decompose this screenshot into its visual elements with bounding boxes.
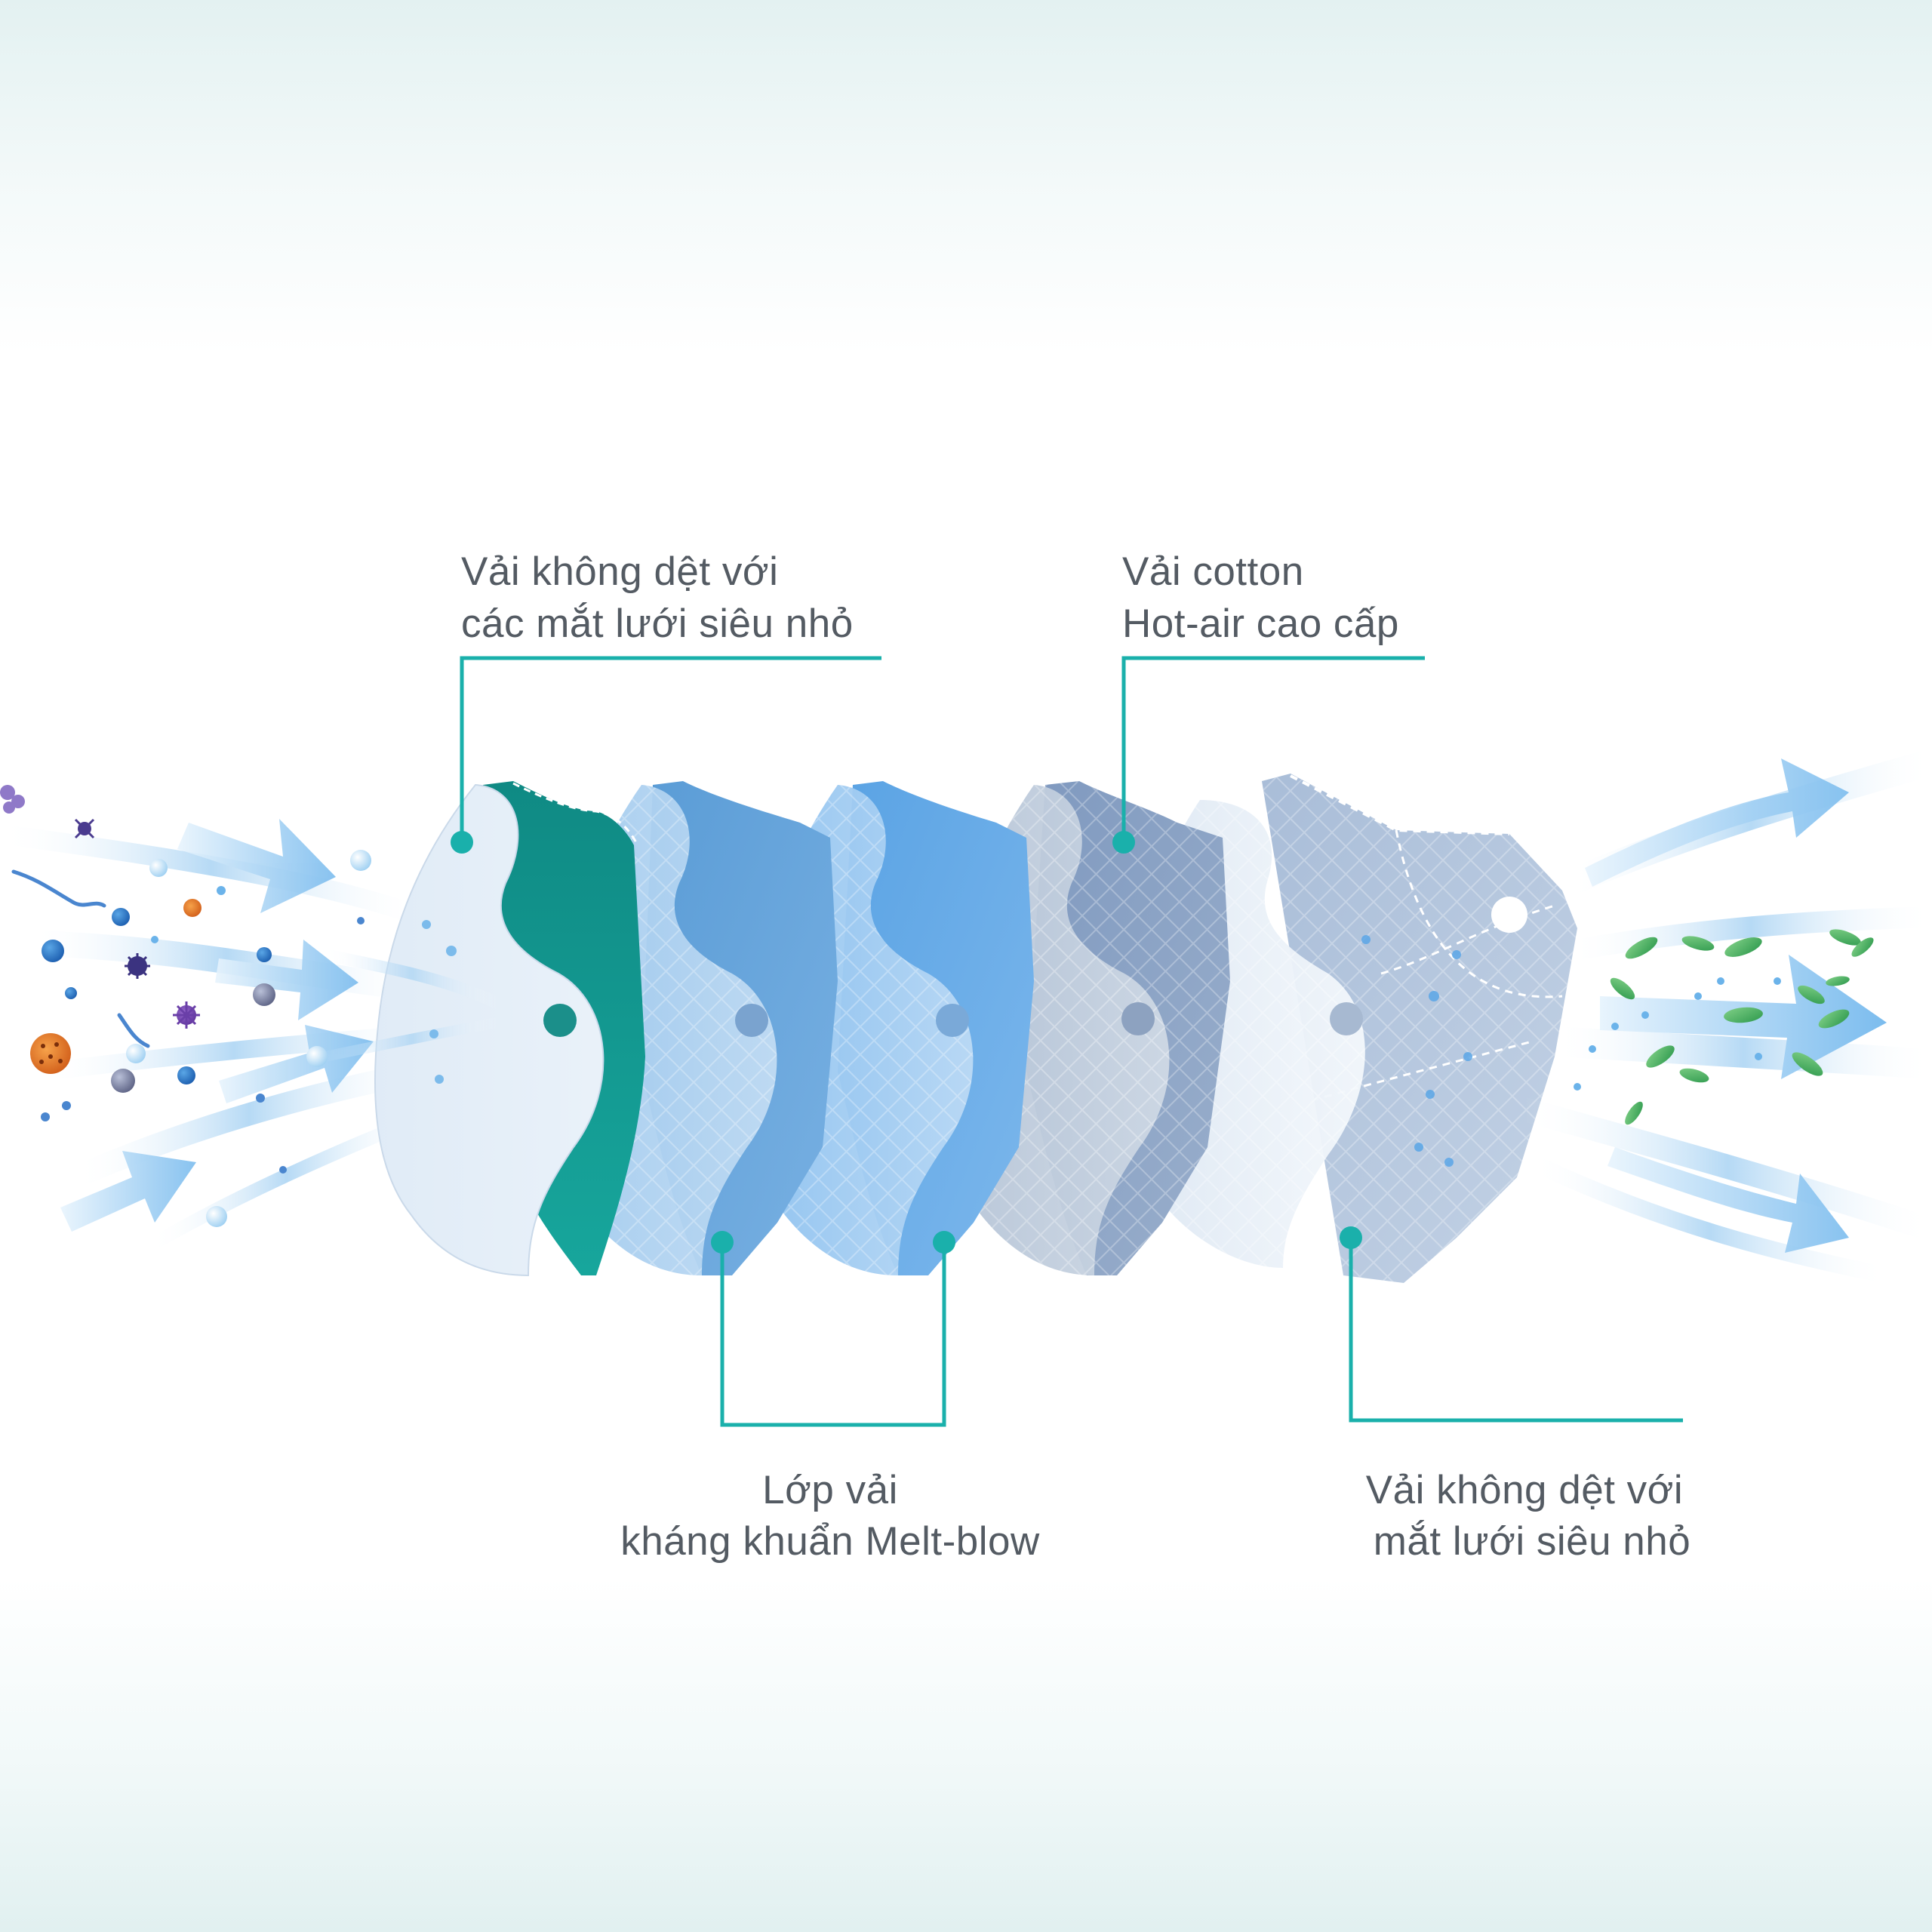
label-cotton-layer-line2: Hot-air cao cấp (1122, 601, 1399, 646)
callout-dot-outer (451, 831, 473, 854)
callout-cotton-layer (1121, 656, 1425, 842)
callout-dot-meltblow-2 (933, 1231, 955, 1254)
callout-outer-layer (460, 656, 881, 842)
virus-particle-icon (0, 785, 371, 1227)
incoming-arrows (60, 819, 374, 1232)
label-inner-layer-line1: Vải không dệt với (1365, 1468, 1684, 1512)
label-outer-layer-line1: Vải không dệt với (461, 549, 779, 594)
label-meltblow-layer-line1: Lớp vải (762, 1468, 898, 1512)
callout-dot-meltblow-1 (711, 1231, 734, 1254)
callout-inner-layer (1349, 1238, 1683, 1423)
leaf-icon (1574, 929, 1874, 1125)
mask-layer-outer (374, 781, 645, 1277)
label-outer-layer-line2: các mắt lưới siêu nhỏ (461, 601, 854, 646)
callout-dot-cotton (1112, 831, 1135, 854)
callout-meltblow-layer (720, 1242, 946, 1427)
label-inner-layer-line2: mắt lưới siêu nhỏ (1373, 1519, 1691, 1564)
label-cotton-layer-line1: Vải cotton (1122, 549, 1304, 594)
incoming-airflow-front (318, 920, 1472, 1167)
label-meltblow-layer-line2: kháng khuẩn Melt-blow (620, 1519, 1040, 1564)
callout-dot-inner (1340, 1226, 1362, 1249)
